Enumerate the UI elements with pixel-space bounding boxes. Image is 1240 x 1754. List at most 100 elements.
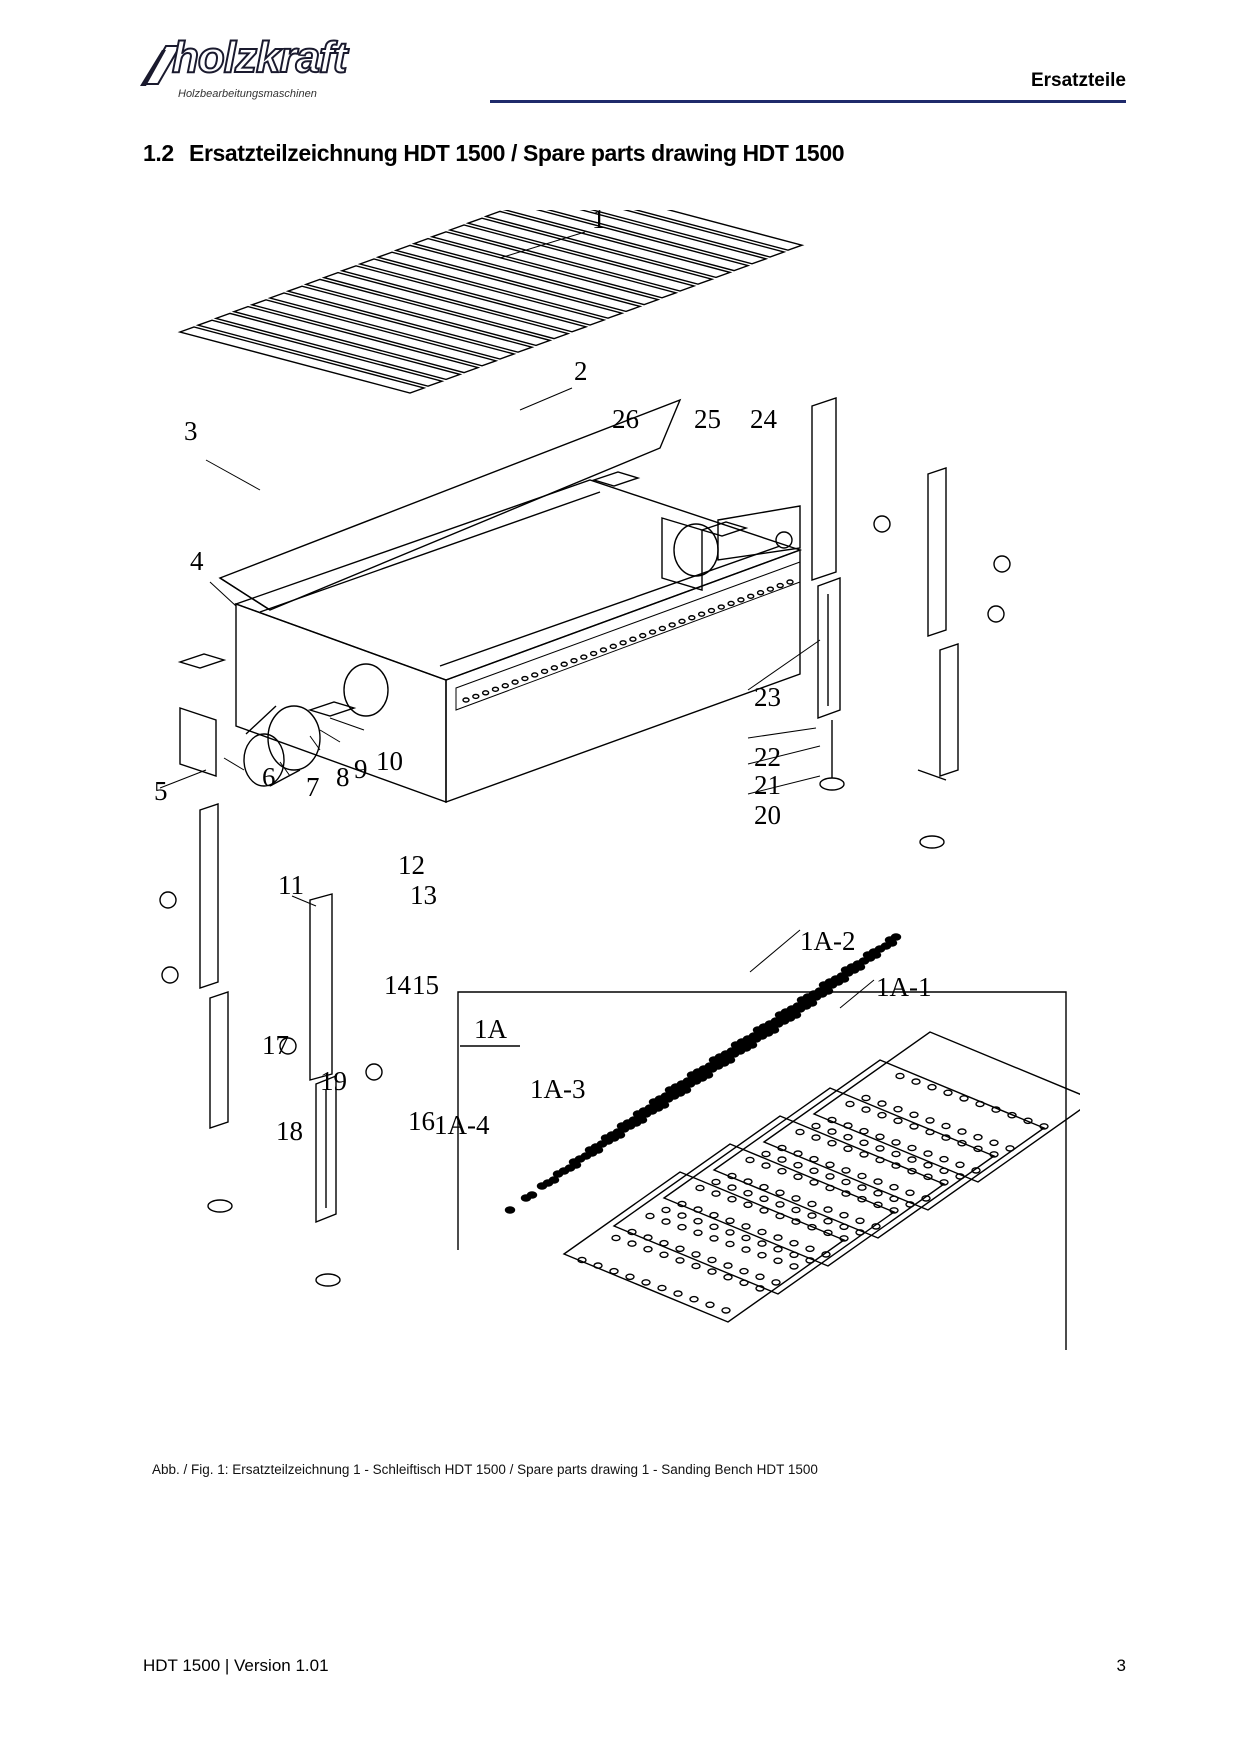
strip-hole [775, 1201, 785, 1208]
strip-hole [659, 1251, 669, 1259]
strip-hole [939, 1179, 949, 1186]
strip-hole [891, 1150, 901, 1158]
strip-hole [939, 1155, 949, 1163]
handle-right-1 [591, 471, 641, 487]
peg [504, 1206, 516, 1214]
strip-hole [739, 1267, 749, 1275]
strip-hole [825, 1173, 835, 1180]
strip-hole [560, 661, 568, 667]
strip-hole [659, 1239, 669, 1247]
perforated-strip [612, 1143, 896, 1295]
strip-hole [955, 1161, 965, 1169]
strip-hole [777, 1156, 787, 1163]
detail-label-1a-2: 1A-2 [800, 926, 856, 956]
strip-hole [707, 1268, 717, 1275]
brand-logo: holzkraft Holzbearbeitungsmaschinen [140, 35, 430, 104]
strip-hole [807, 1200, 817, 1208]
strip-hole [959, 1095, 969, 1102]
strip-hole [973, 1145, 983, 1153]
strip-hole [611, 1234, 621, 1242]
strip-hole [811, 1134, 821, 1141]
strip-hole [839, 1235, 849, 1242]
peg [616, 1122, 628, 1130]
part-label-23: 23 [754, 682, 781, 712]
strip-hole [691, 1251, 701, 1258]
strip-hole [697, 611, 706, 617]
peg [584, 1146, 596, 1154]
peg [884, 936, 896, 944]
roof-cover [218, 398, 682, 611]
slat [303, 278, 553, 347]
strip-hole [927, 1083, 937, 1091]
strip-hole [877, 1111, 887, 1119]
strip-hole [889, 1183, 899, 1191]
peg [708, 1056, 720, 1064]
strip-hole [809, 1167, 819, 1175]
strip-hole [777, 1144, 787, 1152]
knob-7 [279, 1037, 297, 1055]
strip-hole [811, 1122, 821, 1130]
spare-parts-drawing: 1234567891011121314151617181920212223242… [154, 210, 1080, 1350]
strip-hole [755, 1273, 765, 1281]
strip-hole [873, 1189, 883, 1197]
strip-hole [657, 1284, 667, 1292]
strip-hole [861, 1106, 871, 1113]
strip-hole [941, 1122, 951, 1130]
strip-hole [599, 647, 608, 653]
strip-hole [905, 1189, 915, 1197]
strip-hole [648, 629, 657, 635]
strip-hole [693, 1229, 703, 1237]
strip-hole [989, 1139, 999, 1147]
strip-hole [723, 1262, 733, 1269]
slat [465, 217, 715, 285]
strip-hole [645, 1212, 655, 1220]
leg-rear-right [811, 397, 845, 791]
heading-number: 1.2 [143, 140, 174, 166]
part-label-21: 21 [754, 770, 781, 800]
strip-hole [776, 582, 784, 589]
part-label-4: 4 [190, 546, 204, 576]
strip-hole [773, 1245, 783, 1253]
slat [447, 224, 697, 292]
strip-hole [577, 1256, 587, 1264]
strip-hole [725, 1229, 735, 1236]
strip-hole [786, 579, 794, 585]
strip-hole [641, 1279, 651, 1286]
strip-hole [857, 1184, 867, 1191]
strip-hole [675, 1257, 685, 1264]
slat [285, 285, 535, 353]
slat [483, 210, 733, 279]
slat [231, 305, 481, 374]
strip-hole [773, 1234, 783, 1241]
strip-hole [625, 1273, 635, 1281]
strip-hole [841, 1167, 851, 1174]
strip-hole [540, 668, 549, 675]
peg [862, 951, 874, 959]
detail-frame [457, 991, 1067, 1350]
strip-hole [711, 1190, 721, 1197]
slat [321, 271, 571, 340]
strip-hole [743, 1178, 753, 1185]
perforated-strip [662, 1115, 946, 1267]
strip-hole [825, 1184, 835, 1192]
strip-hole [859, 1127, 869, 1135]
slat [213, 312, 463, 381]
strip-hole [841, 1190, 851, 1197]
strip-hole [721, 1307, 731, 1314]
strip-hole [973, 1133, 983, 1141]
knob-3 [993, 555, 1011, 573]
strip-hole [991, 1106, 1001, 1113]
strip-hole [873, 1178, 883, 1185]
strip-hole [675, 1245, 685, 1253]
strip-hole [789, 1263, 799, 1270]
strip-hole [627, 1240, 637, 1247]
part-label-12: 12 [398, 850, 425, 880]
strip-hole [531, 672, 539, 678]
perforated-strip [762, 1059, 1046, 1211]
strip-hole [693, 1217, 703, 1225]
knob-8 [365, 1063, 383, 1081]
peg [632, 1110, 644, 1118]
strip-hole [550, 665, 559, 671]
strip-hole [791, 1206, 801, 1214]
part-label-10: 10 [376, 746, 403, 776]
